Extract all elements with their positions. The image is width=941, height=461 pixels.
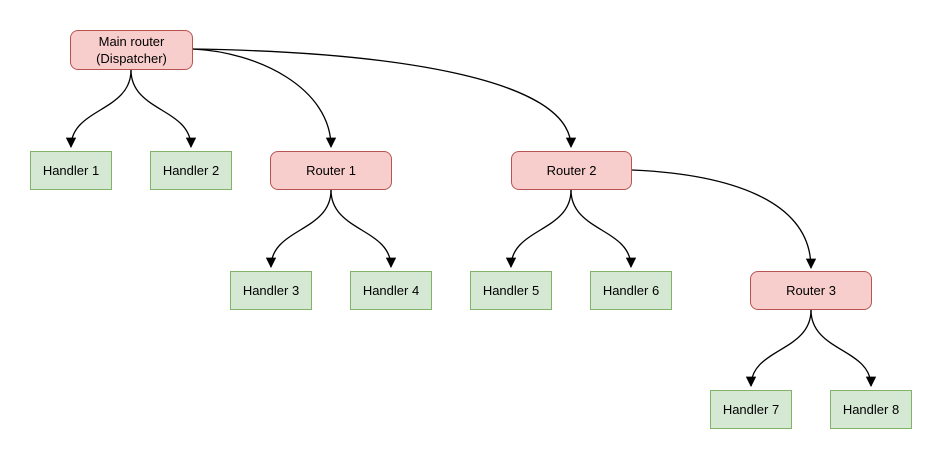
node-router-1: Router 1: [270, 151, 392, 190]
edge-main-router-to-handler-2: [130, 69, 197, 149]
edge-router-3-to-handler-8: [810, 309, 877, 388]
node-router-2: Router 2: [511, 151, 632, 190]
node-router-3: Router 3: [750, 271, 872, 310]
edge-router-2-to-handler-6: [570, 189, 637, 269]
node-main-router: Main router (Dispatcher): [70, 30, 193, 70]
edge-main-router-to-router-2: [192, 48, 577, 149]
edge-router-1-to-handler-3: [265, 189, 332, 269]
node-handler-7: Handler 7: [710, 390, 792, 429]
edge-router-2-to-handler-5: [505, 189, 572, 269]
node-handler-4: Handler 4: [350, 271, 432, 310]
node-handler-6: Handler 6: [590, 271, 672, 310]
node-handler-5: Handler 5: [470, 271, 552, 310]
edge-main-router-to-router-1: [192, 48, 337, 149]
edge-main-router-to-handler-1: [65, 69, 132, 149]
edge-router-3-to-handler-7: [745, 309, 812, 388]
node-handler-3: Handler 3: [230, 271, 312, 310]
edge-router-2-to-router-3: [631, 169, 817, 270]
node-handler-1: Handler 1: [30, 151, 112, 190]
node-handler-2: Handler 2: [150, 151, 232, 190]
node-handler-8: Handler 8: [830, 390, 912, 429]
edge-router-1-to-handler-4: [330, 189, 397, 269]
